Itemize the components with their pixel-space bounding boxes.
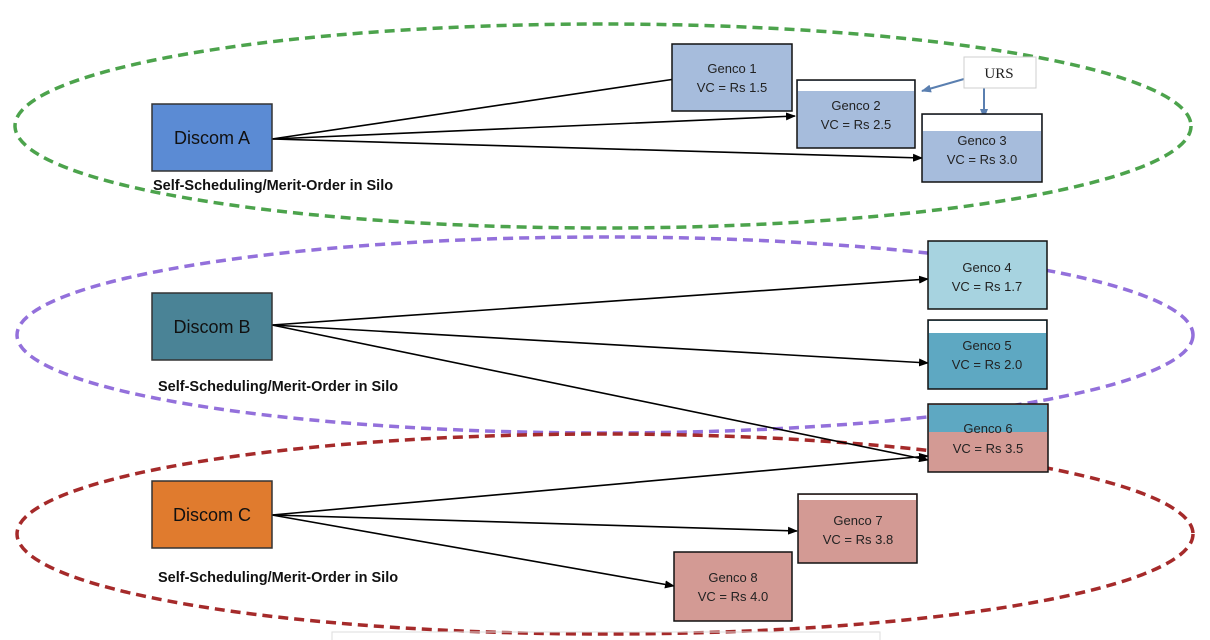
genco-1-name: Genco 1	[707, 61, 756, 76]
genco-5-vc: VC = Rs 2.0	[952, 357, 1022, 372]
genco-6-node: Genco 6 VC = Rs 3.5	[927, 403, 1049, 473]
genco-2-node: Genco 2 VC = Rs 2.5	[796, 79, 916, 149]
genco-4-box	[927, 240, 1048, 310]
arrow-discom-a-genco-2	[271, 112, 796, 140]
genco-1-node: Genco 1 VC = Rs 1.5	[671, 43, 793, 112]
discom-b-node: Discom B	[151, 292, 273, 361]
connection-arrows	[271, 75, 988, 589]
urs-node: URS	[963, 56, 1037, 89]
genco-2-vc: VC = Rs 2.5	[821, 117, 891, 132]
silo-rings	[13, 22, 1195, 636]
genco-6-vc: VC = Rs 3.5	[953, 441, 1023, 456]
discom-a-label: Discom A	[174, 128, 250, 148]
genco-3-name: Genco 3	[957, 133, 1006, 148]
genco-1-vc: VC = Rs 1.5	[697, 80, 767, 95]
genco-7-box	[797, 493, 918, 564]
discom-c-box	[151, 480, 273, 549]
genco-3-empty-band	[923, 115, 1041, 131]
silo-ring-discom-a	[13, 22, 1193, 230]
discom-b-label: Discom B	[173, 317, 250, 337]
genco-3-vc: VC = Rs 3.0	[947, 152, 1017, 167]
arrow-discom-b-genco-6	[271, 324, 929, 463]
arrow-discom-b-genco-5	[271, 324, 929, 367]
genco-5-name: Genco 5	[962, 338, 1011, 353]
discom-c-node: Discom C	[151, 480, 273, 549]
silo-label-c: Self-Scheduling/Merit-Order in Silo	[158, 570, 398, 586]
caption-frame	[331, 631, 881, 640]
arrow-discom-a-genco-1	[271, 75, 683, 140]
genco-4-node: Genco 4 VC = Rs 1.7	[927, 240, 1048, 310]
genco-3-node: Genco 3 VC = Rs 3.0	[921, 113, 1043, 183]
urs-label: URS	[984, 66, 1013, 82]
genco-4-vc: VC = Rs 1.7	[952, 279, 1022, 294]
silo-label-b: Self-Scheduling/Merit-Order in Silo	[158, 379, 398, 395]
genco-8-name: Genco 8	[708, 570, 757, 585]
genco-4-name: Genco 4	[962, 260, 1011, 275]
urs-box	[963, 56, 1037, 89]
genco-5-empty-band	[929, 321, 1046, 333]
arrow-discom-c-genco-7	[271, 514, 798, 535]
arrow-discom-b-genco-4	[271, 275, 929, 326]
discom-a-box	[151, 103, 273, 172]
genco-2-empty-band	[798, 81, 914, 91]
genco-7-vc: VC = Rs 3.8	[823, 532, 893, 547]
discom-a-node: Discom A	[151, 103, 273, 172]
genco-8-box	[673, 551, 793, 622]
silo-ring-discom-c	[15, 432, 1195, 636]
silo-label-a: Self-Scheduling/Merit-Order in Silo	[153, 178, 393, 194]
genco-6-upper-band	[929, 405, 1047, 432]
arrow-discom-c-genco-8	[271, 514, 675, 589]
genco-6-name: Genco 6	[963, 421, 1012, 436]
genco-7-name: Genco 7	[833, 513, 882, 528]
genco-5-node: Genco 5 VC = Rs 2.0	[927, 319, 1048, 390]
genco-8-vc: VC = Rs 4.0	[698, 589, 768, 604]
arrow-urs-genco-2	[921, 78, 965, 93]
discom-c-label: Discom C	[173, 505, 251, 525]
arrow-discom-a-genco-3	[271, 138, 923, 162]
genco-7-node: Genco 7 VC = Rs 3.8	[797, 493, 918, 564]
genco-2-box	[796, 79, 916, 149]
genco-2-name: Genco 2	[831, 98, 880, 113]
discom-b-box	[151, 292, 273, 361]
genco-7-empty-band	[799, 495, 916, 500]
genco-8-node: Genco 8 VC = Rs 4.0	[673, 551, 793, 622]
arrow-discom-c-genco-6	[271, 452, 929, 516]
genco-1-box	[671, 43, 793, 112]
